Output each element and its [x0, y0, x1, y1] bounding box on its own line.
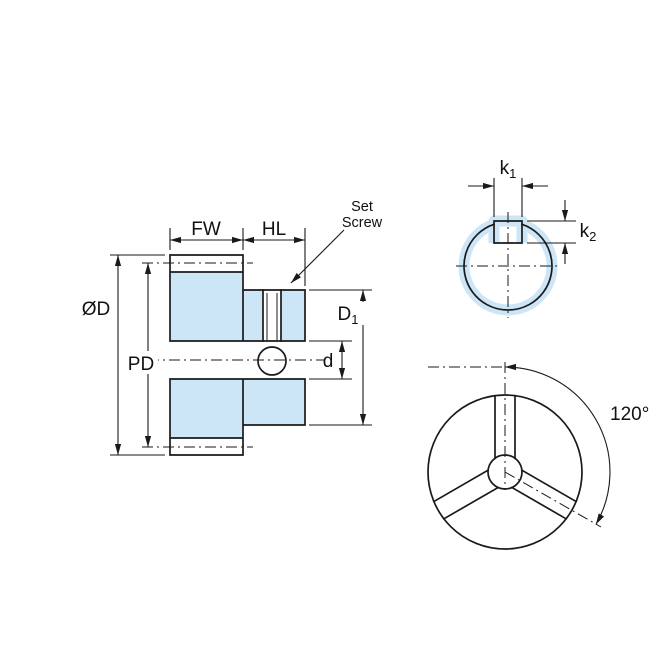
od-label: ØD: [82, 299, 111, 320]
set-screw-label-line1: Set: [351, 199, 373, 215]
shaft-circle: [463, 223, 553, 311]
shaft-keyway-view: k1 k2: [456, 158, 596, 318]
gear-outline: [169, 254, 306, 456]
k2-label: k2: [580, 221, 597, 244]
set-screw-thread-lines: [266, 293, 278, 341]
k1-extension-lines: [493, 178, 523, 217]
k1-label: k1: [500, 158, 517, 181]
set-screw-bore-circle: [257, 346, 287, 376]
d1-label: D1: [338, 304, 359, 327]
pd-label: PD: [128, 354, 154, 375]
screw-hole-lower-left: [432, 469, 500, 520]
pd-label-background: [125, 351, 158, 374]
bore-label: d: [323, 351, 334, 372]
angle-label: 120°: [610, 404, 649, 425]
d1-label-background: [333, 302, 364, 325]
section-view: FW HL Set Screw ØD PD D1 d: [82, 199, 383, 456]
fw-label: FW: [191, 219, 221, 240]
set-screw-hole: [262, 289, 282, 342]
angle-arc: [504, 363, 611, 525]
set-screw-slot-fill: [263, 290, 281, 341]
front-view: 120°: [427, 362, 649, 550]
hl-label: HL: [262, 219, 286, 240]
set-screw-leader-arrow: [290, 229, 345, 284]
set-screw-label-line2: Screw: [342, 215, 383, 231]
